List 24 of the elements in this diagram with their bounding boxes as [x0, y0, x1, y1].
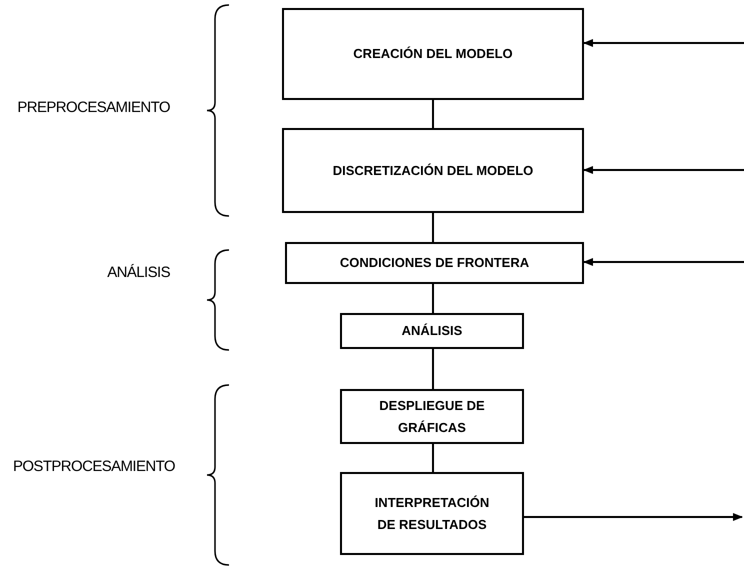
- connector-line: [432, 349, 434, 389]
- connector-line: [432, 100, 434, 128]
- process-box: [282, 128, 584, 213]
- box-label: CONDICIONES DE FRONTERA: [340, 254, 530, 272]
- connector-line: [432, 213, 434, 242]
- process-box: [340, 472, 524, 555]
- connector-line: [432, 284, 434, 313]
- process-box: [340, 313, 524, 349]
- box-label: CREACIÓN DEL MODELO: [353, 45, 513, 63]
- box-label: DISCRETIZACIÓN DEL MODELO: [332, 162, 534, 180]
- arrow: [583, 39, 744, 47]
- box-label: ANÁLISIS: [402, 322, 462, 340]
- stage-label: ANÁLISIS: [106, 263, 170, 283]
- arrow: [583, 166, 744, 174]
- stage-label: PREPROCESAMIENTO: [16, 98, 170, 118]
- arrow: [524, 513, 743, 521]
- stage-label: POSTPROCESAMIENTO: [12, 457, 175, 477]
- connector-line: [432, 444, 434, 472]
- process-box: [285, 242, 584, 284]
- process-box: [340, 389, 524, 444]
- box-label: DESPLIEGUE DE GRÁFICAS: [378, 396, 486, 436]
- box-label: INTERPRETACIÓN DE RESULTADOS: [374, 494, 490, 534]
- arrow: [583, 258, 744, 266]
- process-box: [282, 8, 584, 100]
